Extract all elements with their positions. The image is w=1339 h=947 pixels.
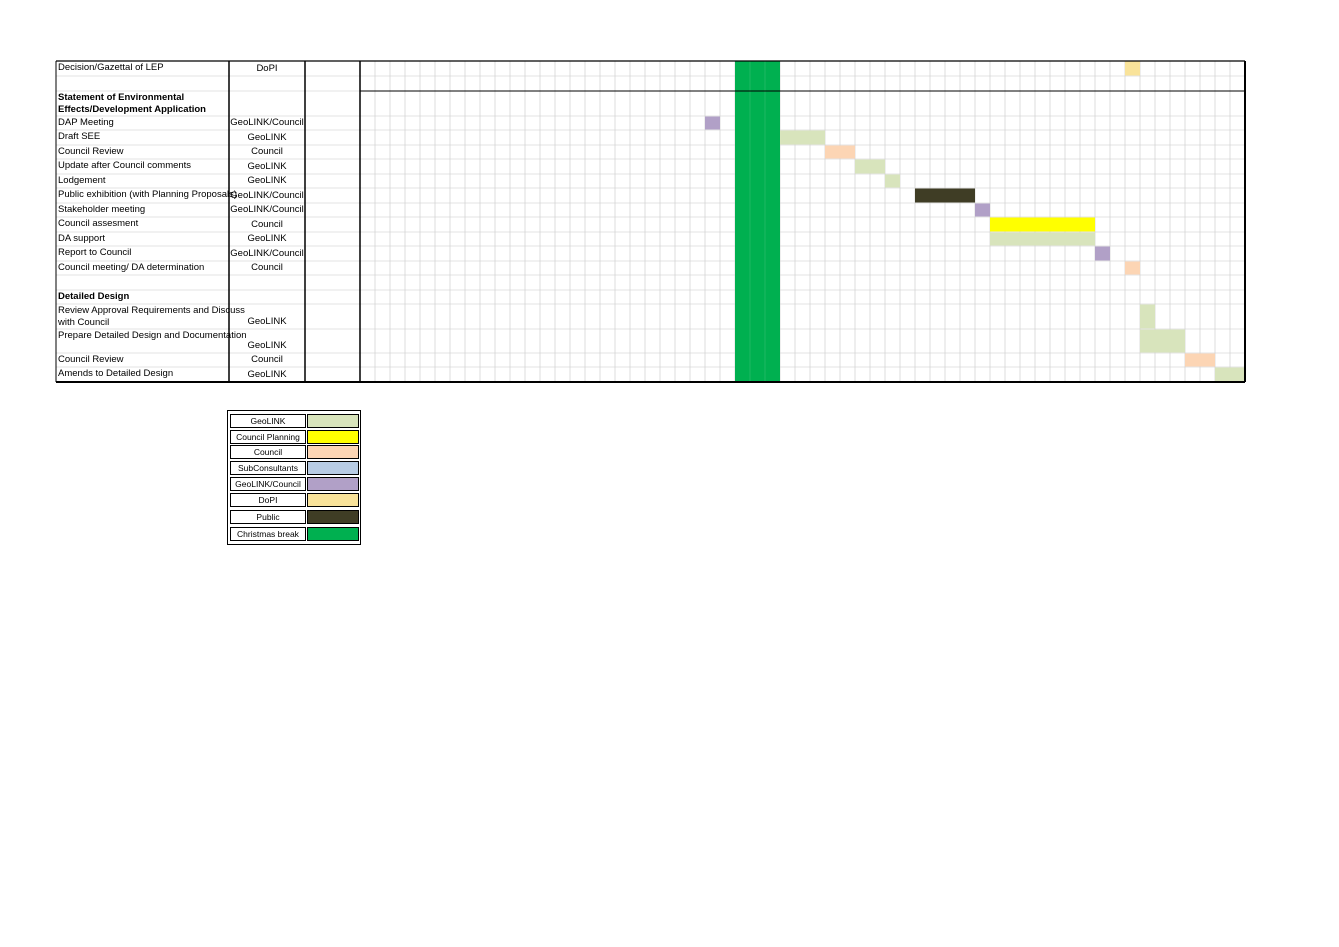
task-responsible: GeoLINK [247,161,287,172]
legend-item: Christmas break [227,525,361,542]
legend-swatch [307,477,359,491]
task-name: Update after Council comments [58,160,192,171]
christmas-break-band [735,61,780,382]
task-responsible: GeoLINK [247,175,287,186]
task-name-line2: with Council [58,317,110,328]
gantt-grid [55,60,1246,383]
task-bar [990,232,1095,246]
task-responsible: Council [251,146,283,157]
task-responsible: GeoLINK/Council [230,204,304,215]
task-bar [1095,246,1110,261]
task-bar [1125,261,1140,275]
legend-item: DoPI [227,491,361,508]
task-name: Lodgement [58,175,106,186]
legend-item: SubConsultants [227,459,361,476]
task-name: DA support [58,233,105,244]
legend-swatch [307,445,359,459]
task-name: Amends to Detailed Design [58,368,174,379]
task-responsible: GeoLINK/Council [230,117,304,128]
legend-swatch [307,527,359,541]
task-name: Decision/Gazettal of LEP [58,62,164,73]
task-bar [705,116,720,130]
task-bar [780,130,825,145]
task-responsible: DoPI [256,63,278,74]
task-name: Draft SEE [58,131,101,142]
legend-item: Public [227,508,361,525]
task-bar [885,174,900,188]
task-name: Council Review [58,354,124,365]
task-name: Public exhibition (with Planning Proposa… [58,189,238,200]
legend-item: Council [227,443,361,460]
task-name: Stakeholder meeting [58,204,146,215]
task-name: DAP Meeting [58,117,114,128]
task-bar [1125,61,1140,76]
gantt-chart: Decision/Gazettal of LEP DoPI Statement of… [0,0,1339,400]
task-bar [990,217,1095,232]
legend-item: GeoLINK/Council [227,475,361,492]
legend-label: GeoLINK/Council [230,477,306,491]
task-name: Detailed Design [58,291,130,302]
task-responsible: GeoLINK/Council [230,248,304,259]
task-name: Council assesment [58,218,139,229]
legend-label: Public [230,510,306,524]
legend-label: Council [230,445,306,459]
legend-swatch [307,414,359,428]
legend-frame [227,410,361,545]
task-responsible: Council [251,262,283,273]
task-bar [975,203,990,217]
task-responsible: GeoLINK [247,340,287,351]
task-bar [1140,329,1185,353]
legend-swatch [307,510,359,524]
legend-swatch [307,430,359,444]
task-bar [825,145,855,159]
task-bar [1140,304,1155,329]
task-responsible: GeoLINK [247,369,287,380]
legend-swatch [307,493,359,507]
legend-label: GeoLINK [230,414,306,428]
task-name: Council Review [58,146,124,157]
legend-item: GeoLINK [227,412,361,429]
task-name: Statement of Environmental [58,92,185,103]
legend-item: Council Planning [227,428,361,445]
task-name-line2: Effects/Development Application [58,104,206,115]
task-name: Report to Council [58,247,132,258]
task-responsible: GeoLINK [247,233,287,244]
task-bar [1215,367,1245,382]
task-name: Council meeting/ DA determination [58,262,205,273]
task-responsible: Council [251,354,283,365]
task-bar [915,188,975,203]
legend-label: Council Planning [230,430,306,444]
legend-label: DoPI [230,493,306,507]
task-responsible: GeoLINK [247,316,287,327]
task-responsible: GeoLINK [247,132,287,143]
task-bar [855,159,885,174]
task-responsible: GeoLINK/Council [230,190,304,201]
legend-label: Christmas break [230,527,306,541]
task-responsible: Council [251,219,283,230]
legend-swatch [307,461,359,475]
task-bar [1185,353,1215,367]
task-name: Prepare Detailed Design and Documentatio… [58,330,247,341]
legend-label: SubConsultants [230,461,306,475]
task-name: Review Approval Requirements and Discuss [58,305,245,316]
